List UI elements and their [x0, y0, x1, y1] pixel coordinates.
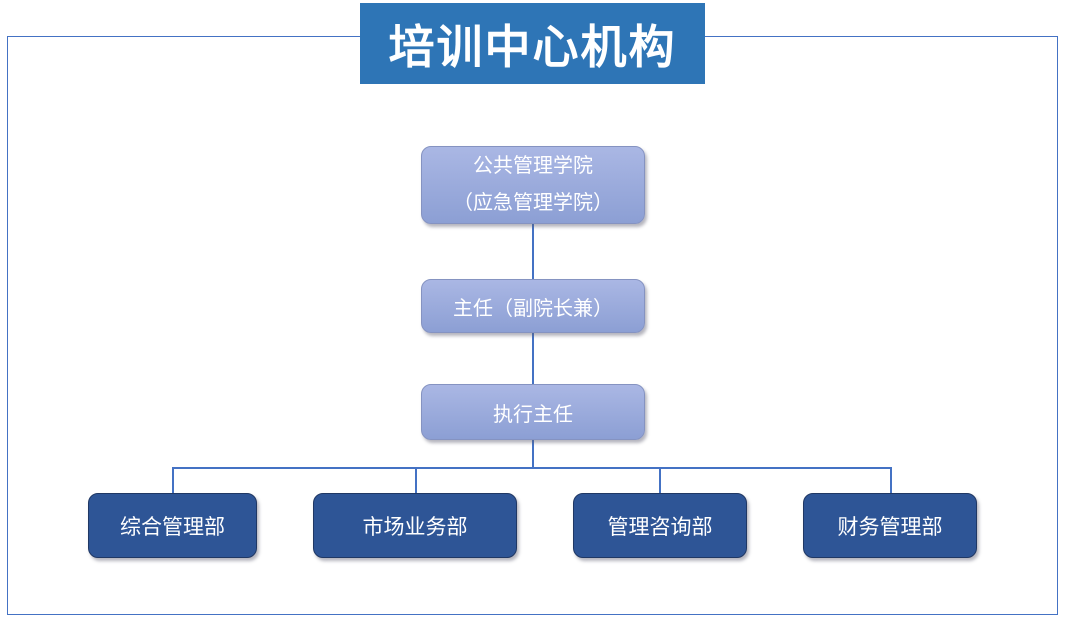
node-dept-finance-management: 财务管理部 [803, 493, 977, 558]
node-dept-market-business: 市场业务部 [313, 493, 517, 558]
connector-horizontal-rail [172, 467, 891, 469]
node-director-label: 主任（副院长兼） [453, 297, 613, 320]
connector-drop-dept2 [415, 467, 417, 494]
node-college-line2: （应急管理学院） [453, 192, 613, 214]
node-dept-label: 综合管理部 [120, 514, 225, 539]
connector-lvl3-to-rail [532, 439, 534, 468]
connector-root-to-lvl2 [532, 224, 534, 280]
node-dept-label: 市场业务部 [362, 514, 468, 539]
node-director: 主任（副院长兼） [421, 279, 645, 333]
node-dept-general-management: 综合管理部 [88, 493, 257, 558]
node-dept-label: 管理咨询部 [607, 514, 713, 539]
node-executive-director-label: 执行主任 [493, 403, 573, 426]
node-dept-label: 财务管理部 [837, 514, 943, 539]
node-college: 公共管理学院 （应急管理学院） [421, 146, 645, 224]
title-banner: 培训中心机构 [360, 3, 705, 84]
page-title: 培训中心机构 [388, 20, 677, 73]
connector-drop-dept1 [172, 467, 174, 494]
connector-drop-dept3 [659, 467, 661, 494]
connector-drop-dept4 [890, 467, 892, 494]
node-dept-management-consulting: 管理咨询部 [573, 493, 747, 558]
node-college-line1: 公共管理学院 [473, 155, 593, 177]
connector-lvl2-to-lvl3 [532, 332, 534, 385]
node-executive-director: 执行主任 [421, 384, 645, 440]
